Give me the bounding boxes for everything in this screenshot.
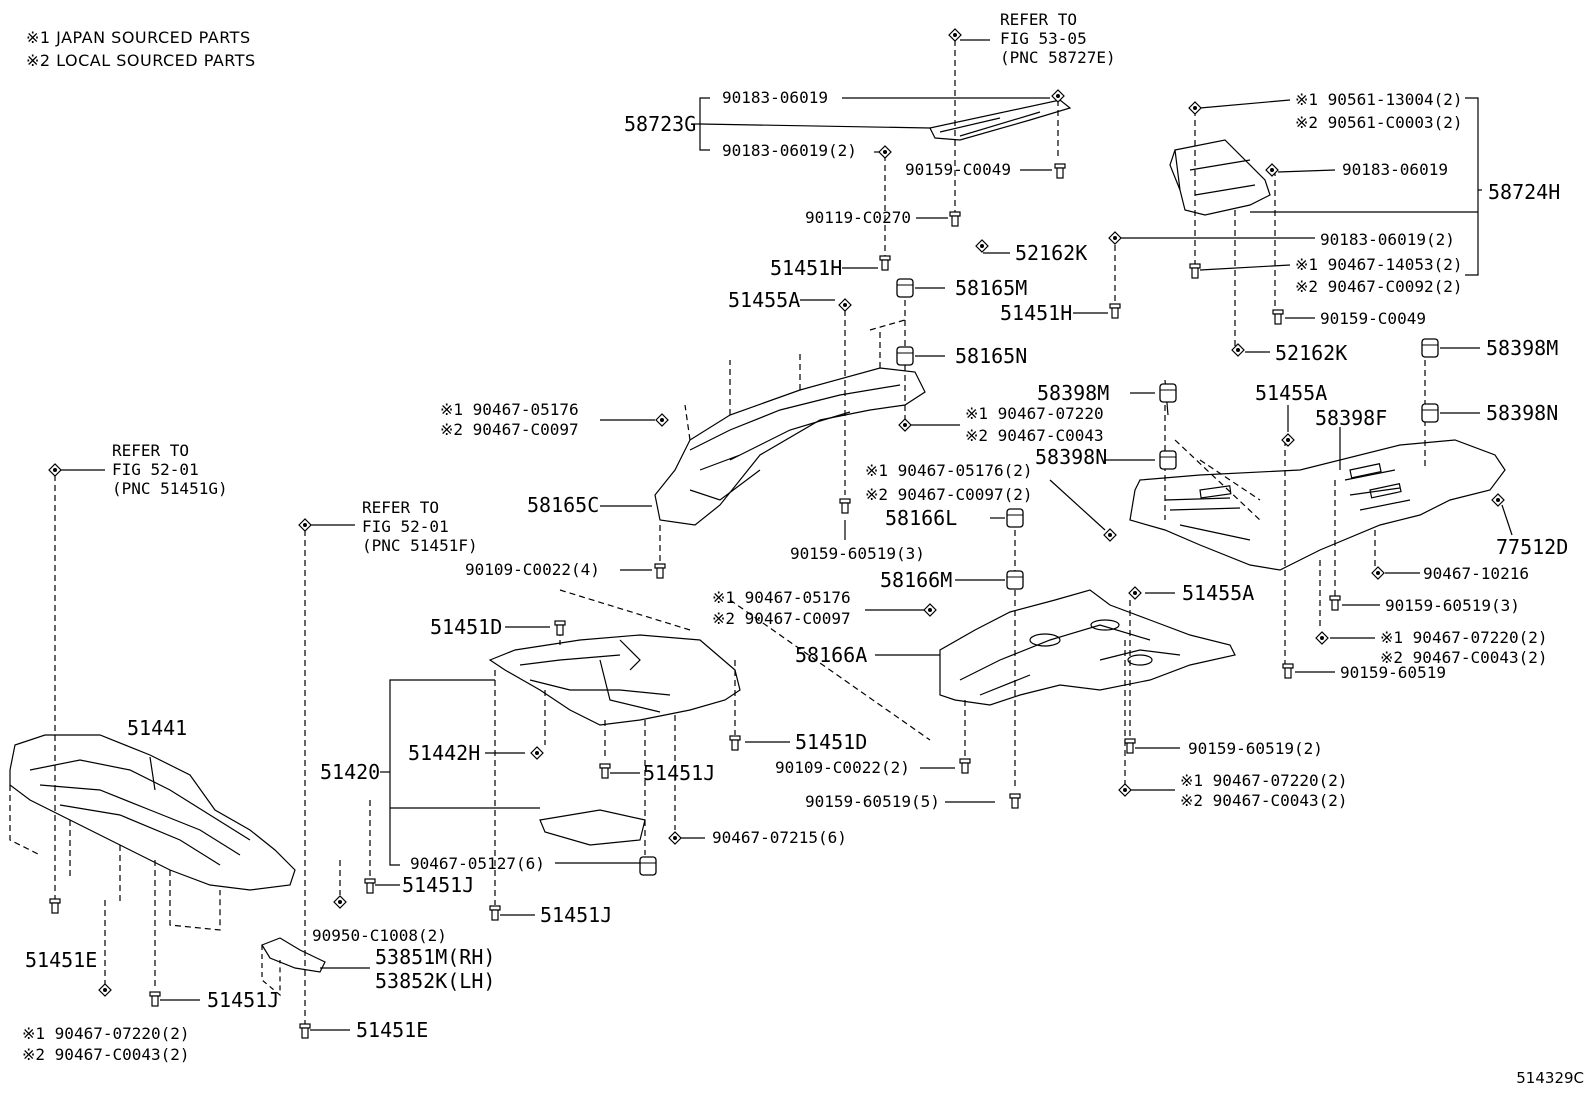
part-58165c-shape — [654, 330, 926, 526]
label-90159-60519[interactable]: 90159-60519 — [1340, 663, 1446, 682]
label-90183-06019-d[interactable]: 90183-06019(2) — [1320, 230, 1455, 249]
label-k-c0097-c[interactable]: ※2 90467-C0097 — [712, 609, 851, 628]
ref-top-line1[interactable]: REFER TO — [1000, 10, 1078, 29]
label-j-05176-b[interactable]: ※1 90467-05176(2) — [865, 461, 1033, 480]
label-51451d-b[interactable]: 51451D — [795, 730, 868, 754]
ref-left-line2[interactable]: FIG 52-01 — [112, 460, 199, 479]
label-58723g[interactable]: 58723G — [624, 112, 697, 136]
label-k-c0043-d[interactable]: ※2 90467-C0043(2) — [1380, 648, 1548, 667]
label-58165m[interactable]: 58165M — [955, 276, 1028, 300]
label-j-05176-a[interactable]: ※1 90467-05176 — [440, 400, 579, 419]
label-90183-06019-b[interactable]: 90183-06019(2) — [722, 141, 857, 160]
label-k-c0043-a[interactable]: ※2 90467-C0043 — [965, 426, 1104, 445]
ref-top-line2[interactable]: FIG 53-05 — [1000, 29, 1087, 48]
part-51420-shape — [488, 634, 741, 846]
part-58166a-shape — [939, 589, 1236, 706]
label-51451e-b[interactable]: 51451E — [356, 1018, 429, 1042]
label-90183-06019-a[interactable]: 90183-06019 — [722, 88, 828, 107]
part-58723g-shape — [929, 99, 1072, 141]
label-58398m-b[interactable]: 58398M — [1037, 381, 1110, 405]
label-90467-05127-6[interactable]: 90467-05127(6) — [410, 854, 545, 873]
label-k-c0092[interactable]: ※2 90467-C0092(2) — [1295, 277, 1463, 296]
leader-lines — [55, 39, 1513, 1031]
label-51451j-d[interactable]: 51451J — [207, 988, 280, 1012]
label-77512d[interactable]: 77512D — [1496, 535, 1569, 559]
label-51441[interactable]: 51441 — [127, 716, 188, 740]
label-58398m-a[interactable]: 58398M — [1486, 336, 1559, 360]
label-j-07220-d[interactable]: ※1 90467-07220(2) — [1380, 628, 1548, 647]
label-58165n[interactable]: 58165N — [955, 344, 1028, 368]
label-51420[interactable]: 51420 — [320, 760, 381, 784]
ref-left-line3[interactable]: (PNC 51451G) — [112, 479, 228, 498]
label-90109-c0022-4[interactable]: 90109-C0022(4) — [465, 560, 600, 579]
label-90950-c1008-2[interactable]: 90950-C1008(2) — [312, 926, 447, 945]
label-51442h[interactable]: 51442H — [408, 741, 481, 765]
label-90467-10216[interactable]: 90467-10216 — [1423, 564, 1529, 583]
part-58398f-shape — [1129, 439, 1506, 571]
label-53851m-rh[interactable]: 53851M(RH) — [375, 945, 496, 969]
part-53851m-shape — [261, 937, 326, 997]
ref-left-line1[interactable]: REFER TO — [112, 441, 190, 460]
label-k-c0097-a[interactable]: ※2 90467-C0097 — [440, 420, 579, 439]
label-51451j-c[interactable]: 51451J — [402, 873, 475, 897]
label-58165c[interactable]: 58165C — [527, 493, 600, 517]
label-90159-60519-2[interactable]: 90159-60519(2) — [1188, 739, 1323, 758]
label-90159-c0049-b[interactable]: 90159-C0049 — [1320, 309, 1426, 328]
label-51451j-b[interactable]: 51451J — [540, 903, 613, 927]
label-90183-06019-c[interactable]: 90183-06019 — [1342, 160, 1448, 179]
label-51451h-a[interactable]: 51451H — [770, 256, 843, 280]
ref-mid-line1[interactable]: REFER TO — [362, 498, 440, 517]
label-51455a-b[interactable]: 51455A — [1182, 581, 1255, 605]
legend-local: ※2 LOCAL SOURCED PARTS — [26, 51, 256, 70]
label-j-13004[interactable]: ※1 90561-13004(2) — [1295, 90, 1463, 109]
label-51455a-a[interactable]: 51455A — [728, 288, 801, 312]
label-j-05176-c[interactable]: ※1 90467-05176 — [712, 588, 851, 607]
label-58166a[interactable]: 58166A — [795, 643, 868, 667]
label-k-c0003[interactable]: ※2 90561-C0003(2) — [1295, 113, 1463, 132]
part-58724h-shape — [1169, 139, 1271, 216]
label-j-14053[interactable]: ※1 90467-14053(2) — [1295, 255, 1463, 274]
label-52162k-b[interactable]: 52162K — [1275, 341, 1348, 365]
dashed-alignment-lines — [54, 40, 1426, 1025]
label-52162k-a[interactable]: 52162K — [1015, 241, 1088, 265]
label-j-07220-a[interactable]: ※1 90467-07220 — [965, 404, 1104, 423]
label-k-c0097-b[interactable]: ※2 90467-C0097(2) — [865, 485, 1033, 504]
label-58724h[interactable]: 58724H — [1488, 180, 1561, 204]
label-58166l[interactable]: 58166L — [885, 506, 958, 530]
label-90159-60519-3-a[interactable]: 90159-60519(3) — [790, 544, 925, 563]
legend-japan: ※1 JAPAN SOURCED PARTS — [26, 28, 251, 47]
label-90159-c0049-a[interactable]: 90159-C0049 — [905, 160, 1011, 179]
label-90109-c0022-2[interactable]: 90109-C0022(2) — [775, 758, 910, 777]
label-51451e-a[interactable]: 51451E — [25, 948, 98, 972]
label-58398n-b[interactable]: 58398N — [1035, 445, 1108, 469]
ref-mid-line3[interactable]: (PNC 51451F) — [362, 536, 478, 555]
label-90159-60519-3-b[interactable]: 90159-60519(3) — [1385, 596, 1520, 615]
label-j-07220-c[interactable]: ※1 90467-07220(2) — [22, 1024, 190, 1043]
label-58398f[interactable]: 58398F — [1315, 406, 1388, 430]
label-j-07220-b[interactable]: ※1 90467-07220(2) — [1180, 771, 1348, 790]
label-k-c0043-b[interactable]: ※2 90467-C0043(2) — [1180, 791, 1348, 810]
label-k-c0043-c[interactable]: ※2 90467-C0043(2) — [22, 1045, 190, 1064]
figure-id: 514329C — [1516, 1069, 1584, 1087]
label-51451j-a[interactable]: 51451J — [643, 761, 716, 785]
label-90159-60519-5[interactable]: 90159-60519(5) — [805, 792, 940, 811]
part-51441-shape — [9, 734, 296, 931]
ref-top-line3[interactable]: (PNC 58727E) — [1000, 48, 1116, 67]
label-51455a-c[interactable]: 51455A — [1255, 381, 1328, 405]
label-90119-c0270[interactable]: 90119-C0270 — [805, 208, 911, 227]
label-58166m[interactable]: 58166M — [880, 568, 953, 592]
ref-mid-line2[interactable]: FIG 52-01 — [362, 517, 449, 536]
label-53852k-lh[interactable]: 53852K(LH) — [375, 969, 496, 993]
label-90467-07215-6[interactable]: 90467-07215(6) — [712, 828, 847, 847]
label-58398n-a[interactable]: 58398N — [1486, 401, 1559, 425]
label-51451d-a[interactable]: 51451D — [430, 615, 503, 639]
label-51451h-b[interactable]: 51451H — [1000, 301, 1073, 325]
